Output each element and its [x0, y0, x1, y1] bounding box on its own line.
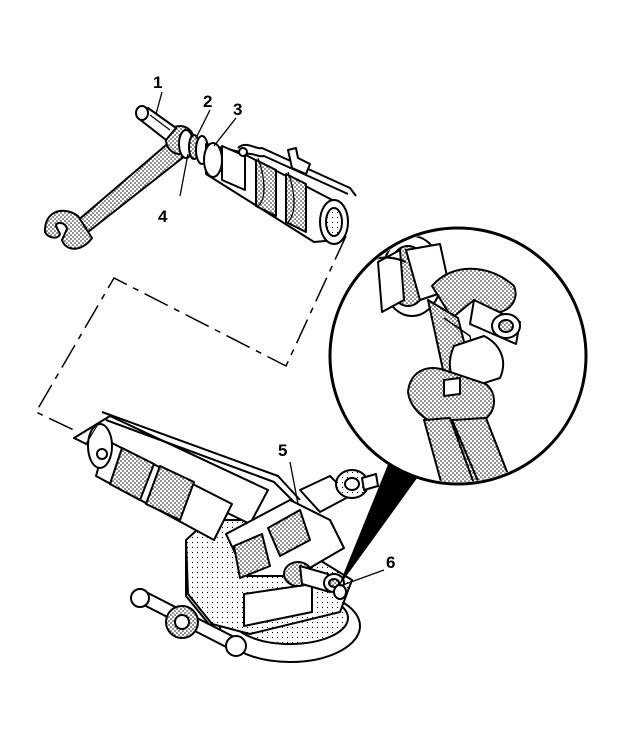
upper-assembly — [43, 105, 357, 250]
detail-view — [328, 226, 588, 486]
lower-fitting — [283, 561, 347, 600]
socket-bolt — [135, 105, 177, 141]
detail-fitting — [355, 235, 451, 317]
alignment-dashed-line — [34, 235, 347, 433]
strut-body — [73, 411, 301, 541]
strut-cylinder — [203, 142, 349, 245]
mounting-bracket — [237, 143, 357, 197]
callout-leaders — [155, 91, 385, 587]
detail-pipe-wrench — [407, 267, 521, 482]
callout-2: 2 — [203, 92, 212, 111]
callout-1: 1 — [153, 73, 162, 92]
callout-4: 4 — [158, 207, 168, 226]
callout-3: 3 — [233, 100, 242, 119]
lower-assembly — [73, 411, 379, 663]
callout-6: 6 — [386, 553, 395, 572]
open-end-wrench — [43, 125, 195, 250]
callout-5: 5 — [278, 441, 287, 460]
valve-body — [225, 469, 379, 579]
